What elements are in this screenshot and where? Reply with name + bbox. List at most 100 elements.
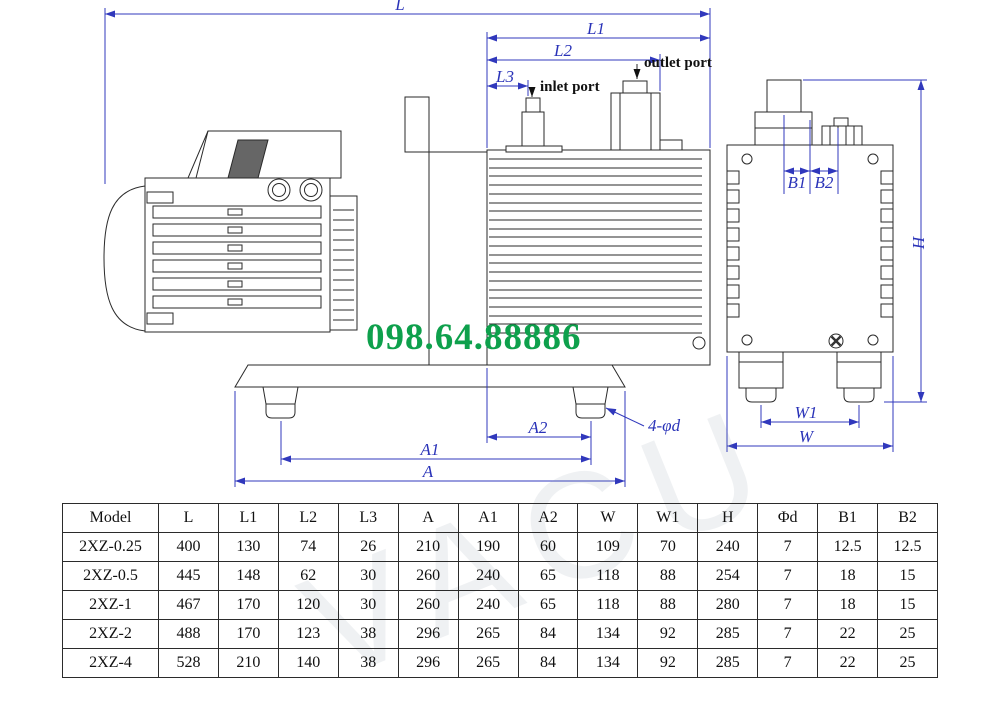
dimension-cell: 12.5: [817, 532, 879, 562]
dimension-cell: 92: [637, 619, 699, 649]
inlet-port: [521, 111, 545, 147]
dimension-cell: 488: [158, 619, 219, 649]
outlet-port-label: outlet port: [644, 55, 712, 71]
terminal-box: [404, 96, 430, 153]
dimension-cell: 120: [277, 590, 339, 620]
dimension-cell: 134: [577, 648, 639, 678]
technical-drawing: L L1 L2 L3 A2 A1 A 4-φd B1 B2 H W1 W inl…: [103, 0, 928, 487]
column-header: L3: [337, 503, 399, 533]
dimension-cell: 170: [217, 619, 279, 649]
dimension-cell: 400: [158, 532, 219, 562]
dim-label-L: L: [394, 0, 404, 14]
dimension-cell: 60: [517, 532, 579, 562]
column-header: Model: [62, 503, 159, 533]
motor-housing: [103, 185, 146, 332]
pump-side-view: [404, 80, 711, 366]
dimension-cell: 84: [517, 619, 579, 649]
dim-label-H: H: [909, 235, 928, 250]
model-cell: 2XZ-0.5: [62, 561, 159, 591]
dimension-cell: 7: [757, 561, 819, 591]
dimension-cell: 140: [277, 648, 339, 678]
dimension-cell: 123: [277, 619, 339, 649]
model-cell: 2XZ-1: [62, 590, 159, 620]
dimension-cell: 210: [217, 648, 279, 678]
dimension-cell: 109: [577, 532, 639, 562]
dim-label-L1: L1: [586, 19, 605, 38]
dim-label-A1: A1: [420, 440, 440, 459]
pump-body: [486, 149, 711, 366]
dimension-cell: 22: [817, 648, 879, 678]
dimension-cell: 18: [817, 561, 879, 591]
dimension-cell: 65: [517, 590, 579, 620]
dimension-lines: L L1 L2 L3 A2 A1 A 4-φd B1 B2 H W1 W inl…: [104, 0, 928, 487]
foot-left: [262, 386, 299, 405]
dimension-cell: 240: [457, 590, 519, 620]
dimension-cell: 7: [757, 648, 819, 678]
column-header: H: [697, 503, 759, 533]
dimension-cell: 26: [337, 532, 399, 562]
dimension-cell: 285: [697, 648, 759, 678]
eye-bolt-left: [267, 178, 291, 202]
dimension-cell: 254: [697, 561, 759, 591]
dimension-cell: 240: [697, 532, 759, 562]
dimension-cell: 70: [637, 532, 699, 562]
phone-watermark: 098.64.88886: [366, 317, 582, 358]
dimension-cell: 130: [217, 532, 279, 562]
dimension-cell: 88: [637, 561, 699, 591]
dimension-cell: 15: [877, 561, 938, 591]
model-cell: 2XZ-0.25: [62, 532, 159, 562]
end-foot-right: [836, 351, 882, 389]
inlet-flange: [505, 145, 563, 153]
column-header: L2: [277, 503, 339, 533]
dim-label-W1: W1: [795, 403, 818, 422]
dimension-cell: 84: [517, 648, 579, 678]
dim-label-W: W: [799, 427, 815, 446]
model-cell: 2XZ-4: [62, 648, 159, 678]
column-header: B2: [877, 503, 938, 533]
column-header: L1: [217, 503, 279, 533]
dimension-cell: 92: [637, 648, 699, 678]
dimension-cell: 88: [637, 590, 699, 620]
column-header: B1: [817, 503, 879, 533]
coupling-flange: [329, 195, 358, 331]
dimension-cell: 296: [397, 648, 459, 678]
dimension-cell: 38: [337, 619, 399, 649]
dim-label-B2: B2: [815, 173, 834, 192]
dimension-cell: 260: [397, 561, 459, 591]
dimension-cell: 30: [337, 590, 399, 620]
dim-label-phi-d: 4-φd: [648, 416, 681, 435]
pump-base: [234, 364, 626, 419]
eye-bolt-right: [299, 178, 323, 202]
dim-label-L2: L2: [553, 41, 572, 60]
column-header: Φd: [757, 503, 819, 533]
dimension-cell: 118: [577, 590, 639, 620]
dimension-cell: 7: [757, 619, 819, 649]
body-fins: [489, 158, 702, 334]
dimension-cell: 74: [277, 532, 339, 562]
dimension-cell: 7: [757, 590, 819, 620]
column-header: A1: [457, 503, 519, 533]
oil-sight-glass: [692, 336, 706, 350]
dimension-cell: 210: [397, 532, 459, 562]
dimension-cell: 25: [877, 619, 938, 649]
dimension-cell: 65: [517, 561, 579, 591]
dimension-cell: 190: [457, 532, 519, 562]
column-header: A2: [517, 503, 579, 533]
dimension-cell: 22: [817, 619, 879, 649]
dim-label-L3: L3: [495, 67, 514, 86]
model-cell: 2XZ-2: [62, 619, 159, 649]
column-header: L: [158, 503, 219, 533]
motor-end-view: [103, 130, 358, 333]
dimension-cell: 265: [457, 648, 519, 678]
dimension-cell: 38: [337, 648, 399, 678]
dimension-cell: 285: [697, 619, 759, 649]
dimension-cell: 148: [217, 561, 279, 591]
